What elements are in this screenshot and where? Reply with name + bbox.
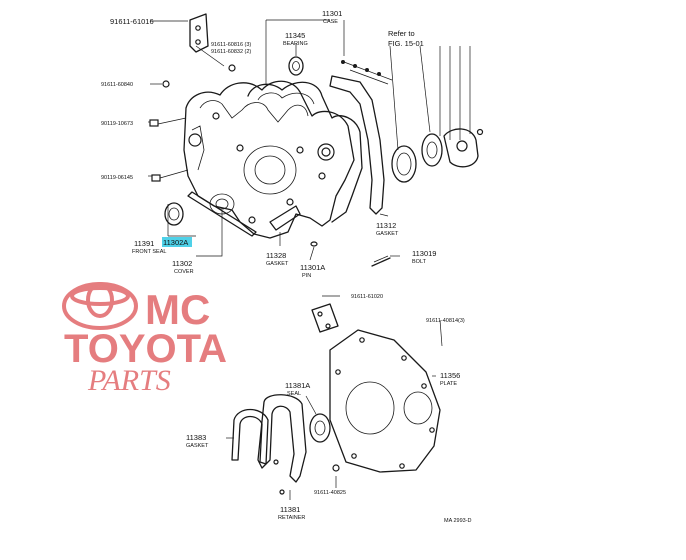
label-front-seal: FRONT SEAL xyxy=(132,249,166,255)
gasket-11328 xyxy=(269,205,301,231)
label-91611-60816[interactable]: 91611-60816 (3) xyxy=(211,42,251,48)
bracket-part xyxy=(189,13,209,53)
bolt-91611-40825 xyxy=(332,464,340,472)
label-11391[interactable]: 11391 xyxy=(134,239,154,248)
front-seal-part xyxy=(164,202,184,226)
label-91611-40814[interactable]: 91611-40814(3) xyxy=(426,318,465,324)
label-gasket-11383: GASKET xyxy=(186,443,209,449)
label-91611-40825[interactable]: 91611-40825 xyxy=(314,490,346,496)
gasket-strip xyxy=(187,191,257,237)
label-11328[interactable]: 11328 xyxy=(266,251,286,260)
label-bearing: BEARING xyxy=(283,41,308,47)
end-plate xyxy=(329,329,441,473)
watermark-parts: PARTS xyxy=(87,364,171,397)
label-gasket-11312: GASKET xyxy=(376,231,399,237)
label-91611-60832[interactable]: 91611-60832 (2) xyxy=(211,49,251,55)
label-seal: SEAL xyxy=(287,391,301,397)
small-bracket xyxy=(311,303,339,333)
label-11383[interactable]: 11383 xyxy=(186,433,206,442)
label-11381a[interactable]: 11381A xyxy=(285,381,310,390)
gasket-11383 xyxy=(231,408,269,465)
label-11302[interactable]: 11302 xyxy=(172,259,192,268)
watermark: MC TOYOTA PARTS xyxy=(62,282,227,397)
seal-11381a xyxy=(309,413,331,443)
label-11345[interactable]: 11345 xyxy=(285,31,305,40)
label-11302a[interactable]: 11302A xyxy=(163,238,188,247)
oil-seal-right xyxy=(391,145,417,183)
label-fig-ref[interactable]: FIG. 15-01 xyxy=(388,39,424,48)
label-11356[interactable]: 11356 xyxy=(440,371,460,380)
label-91611-60840[interactable]: 91611-60840 xyxy=(101,82,133,88)
bolt-90119-10673 xyxy=(149,117,187,127)
stud-bolts xyxy=(341,60,393,85)
label-case: CASE xyxy=(323,19,338,25)
toyota-emblem-icon xyxy=(62,282,138,330)
label-gasket-11328: GASKET xyxy=(266,261,289,267)
watermark-mc: MC xyxy=(145,286,210,333)
part-labels: 91611-61016 11301 CASE Refer to FIG. 15-… xyxy=(101,9,472,524)
retainer-part xyxy=(257,394,307,495)
label-pin: PIN xyxy=(302,273,311,279)
label-11381[interactable]: 11381 xyxy=(280,505,300,514)
label-91611-61020[interactable]: 91611-61020 xyxy=(351,294,383,300)
watermark-toyota: TOYOTA xyxy=(64,327,227,371)
label-refer-to: Refer to xyxy=(388,29,415,38)
label-11301[interactable]: 11301 xyxy=(322,9,342,18)
label-retainer: RETAINER xyxy=(278,515,305,521)
label-90119-10673[interactable]: 90119-10673 xyxy=(101,121,133,127)
nut-91611-60840 xyxy=(162,80,170,88)
gear-part xyxy=(421,133,443,167)
timing-case xyxy=(247,81,363,223)
pin-part xyxy=(310,241,318,247)
nut-91611-60816 xyxy=(228,64,236,72)
label-plate: PLATE xyxy=(440,381,457,387)
bearing-part xyxy=(288,56,304,76)
highlight-box xyxy=(162,237,192,247)
label-11312[interactable]: 11312 xyxy=(376,221,396,230)
label-cover: COVER xyxy=(174,269,194,275)
pump-plate-part xyxy=(443,128,484,168)
label-bolt: BOLT xyxy=(412,259,427,265)
label-91611-61016[interactable]: 91611-61016 xyxy=(110,17,154,26)
label-113019[interactable]: 113019 xyxy=(412,249,436,258)
bolt-90119-06145 xyxy=(151,169,189,182)
leader-lines xyxy=(148,19,471,500)
label-90119-06145[interactable]: 90119-06145 xyxy=(101,175,133,181)
label-11301a[interactable]: 11301A xyxy=(300,263,325,272)
label-figure-code: MA 2993-D xyxy=(444,518,472,524)
gasket-11312 xyxy=(329,75,385,215)
bolt-113019 xyxy=(371,255,391,267)
